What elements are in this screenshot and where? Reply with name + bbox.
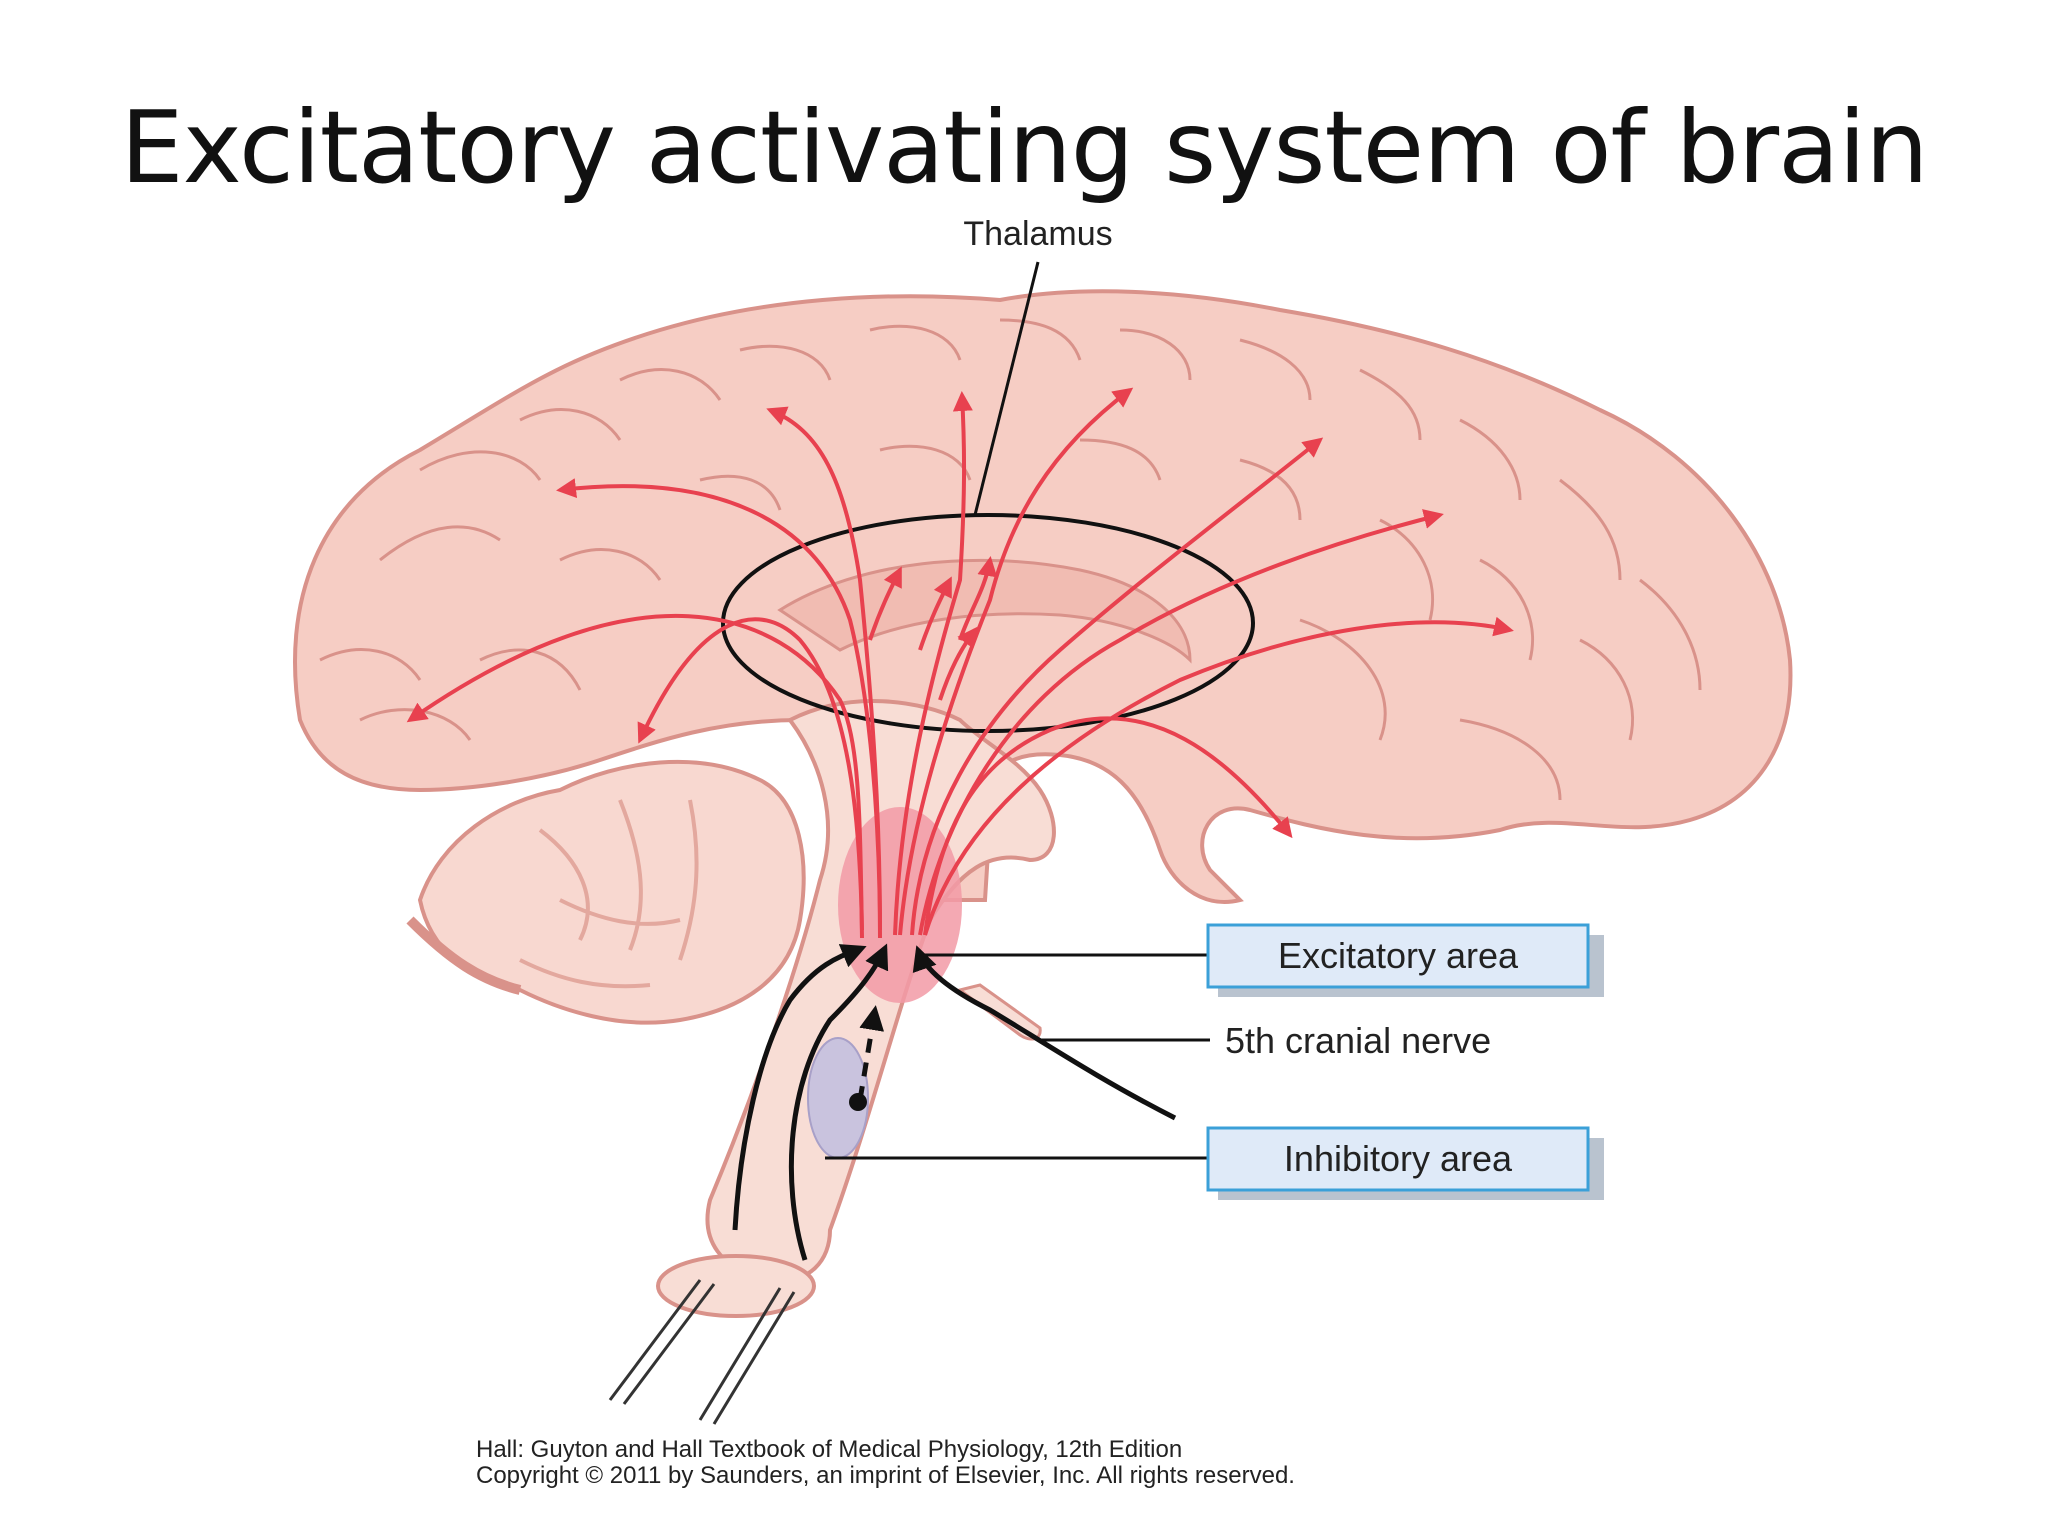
thalamus-pointer xyxy=(973,261,1040,516)
gyri xyxy=(319,318,1702,801)
thalamus-label: Thalamus xyxy=(963,215,1112,253)
sensory-input-pathways xyxy=(732,943,1177,1261)
excitatory-area-callout: Excitatory area xyxy=(1206,923,1604,997)
slide-title: Excitatory activating system of brain xyxy=(120,89,1928,206)
credit-line-1: Hall: Guyton and Hall Textbook of Medica… xyxy=(476,1436,1182,1463)
cerebellum xyxy=(406,759,806,1025)
credit-line-2: Copyright © 2011 by Saunders, an imprint… xyxy=(476,1462,1295,1489)
inhibitory-area-label: Inhibitory area xyxy=(1284,1138,1513,1179)
spinal-cord-cut xyxy=(656,1254,816,1318)
inhibitory-neuron-dot xyxy=(849,1093,867,1111)
ascending-pathways xyxy=(406,387,1514,939)
inhibitory-area-callout: Inhibitory area xyxy=(1206,1126,1604,1200)
spinal-nerve-fibers xyxy=(608,1279,796,1425)
excitatory-area-label: Excitatory area xyxy=(1278,935,1519,976)
fifth-cranial-nerve-label: 5th cranial nerve xyxy=(1225,1020,1491,1061)
label-pointers xyxy=(825,953,1210,1160)
